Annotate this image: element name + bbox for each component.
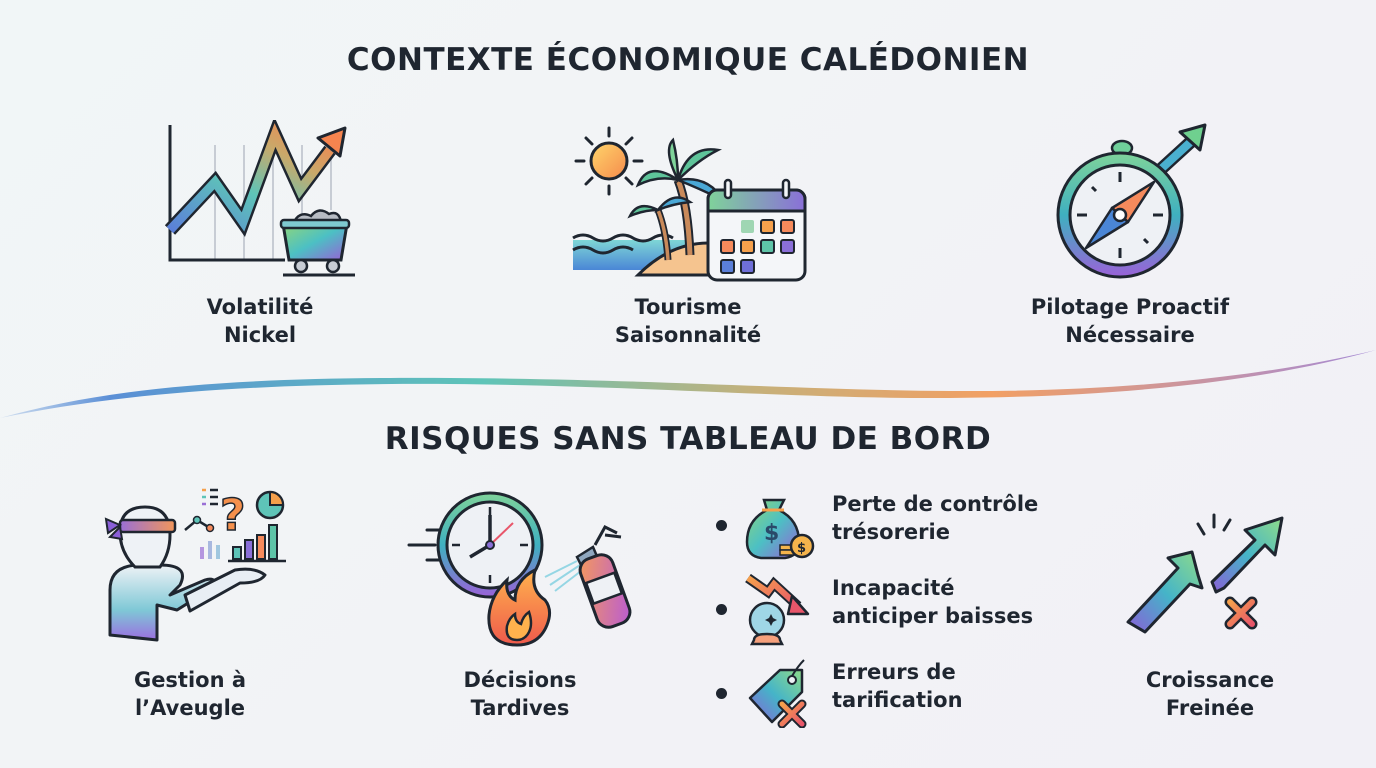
risk-item-late-decisions-line1: Décisions: [463, 668, 577, 692]
context-item-nickel-line1: Volatilité: [206, 295, 314, 319]
bullet-dot: [716, 604, 727, 615]
context-item-tourism-line2: Saisonnalité: [614, 323, 762, 347]
risk-list-item-anticipation-line2: anticiper baisses: [832, 604, 1034, 628]
compass-arrow-icon: [1056, 123, 1207, 279]
risk-item-stunted-growth-line2: Freinée: [1165, 696, 1255, 720]
crystal-ball-down-arrow-icon: [745, 574, 810, 646]
risk-item-stunted-growth: Croissance Freinée: [1100, 480, 1320, 720]
context-item-nickel-line2: Nickel: [223, 323, 297, 347]
risk-item-blind-management-line2: l’Aveugle: [134, 696, 246, 720]
volatile-chart-mine-cart-icon: [165, 120, 355, 277]
risk-item-blind-management-line1: Gestion à: [133, 668, 247, 692]
context-item-tourism: Tourisme Saisonnalité: [568, 115, 808, 355]
gradient-divider: [0, 350, 1376, 418]
money-bag-icon: $ $: [745, 498, 815, 560]
section-title-risks: RISQUES SANS TABLEAU DE BORD: [384, 421, 992, 457]
beach-calendar-icon: [572, 126, 807, 282]
context-item-pilotage-line2: Nécessaire: [1065, 323, 1195, 347]
blindfolded-person-icon: ?: [104, 488, 286, 642]
context-item-nickel: Volatilité Nickel: [140, 115, 380, 355]
context-item-pilotage: Pilotage Proactif Nécessaire: [1005, 115, 1255, 355]
context-item-pilotage-line1: Pilotage Proactif: [1030, 295, 1230, 319]
section-title-context: CONTEXTE ÉCONOMIQUE CALÉDONIEN: [346, 42, 1030, 78]
risk-item-late-decisions-line2: Tardives: [470, 696, 570, 720]
risk-list-item-anticipation: Incapacité anticiper baisses: [712, 574, 1072, 646]
bullet-dot: [716, 688, 727, 699]
risk-item-stunted-growth-line1: Croissance: [1145, 668, 1275, 692]
svg-text:$: $: [797, 541, 806, 556]
risk-list-item-treasury-line1: Perte de contrôle: [832, 492, 1039, 516]
clock-fire-extinguisher-icon: [407, 491, 632, 647]
price-tag-error-icon: [748, 659, 807, 728]
broken-arrow-icon: [1126, 513, 1284, 634]
risk-list-item-pricing-line1: Erreurs de: [832, 660, 956, 684]
bullet-dot: [716, 520, 727, 531]
risk-list-item-anticipation-line1: Incapacité: [832, 576, 955, 600]
svg-text:$: $: [764, 521, 779, 546]
risk-item-blind-management: ? Gestion à l’Aveugle: [80, 480, 300, 720]
risk-item-late-decisions: Décisions Tardives: [400, 480, 640, 720]
risk-list-item-treasury: $ $ Perte de contrôle trésorerie: [712, 490, 1072, 560]
context-item-tourism-line1: Tourisme: [634, 295, 742, 319]
svg-text:?: ?: [220, 490, 246, 541]
risk-list-item-treasury-line2: trésorerie: [832, 520, 950, 544]
risk-list-item-pricing-line2: tarification: [832, 688, 963, 712]
risk-list-item-pricing: Erreurs de tarification: [712, 658, 1072, 728]
